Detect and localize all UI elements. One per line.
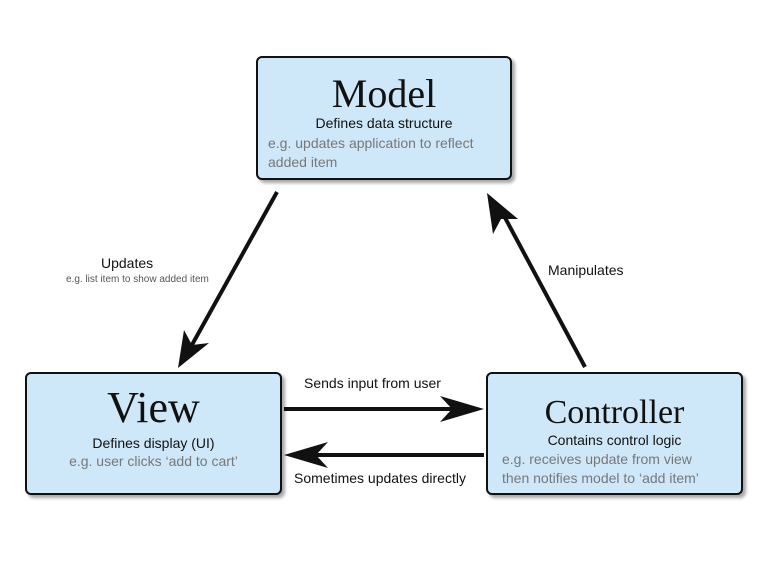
manipulates-label: Manipulates: [548, 262, 624, 278]
view-subtitle: Defines display (UI): [92, 435, 215, 451]
updates-note: e.g. list item to show added item: [66, 274, 209, 285]
arrow-model-to-view: [178, 191, 279, 368]
model-example-line2: added item: [268, 154, 338, 170]
arrow-controller-to-model: [487, 193, 587, 368]
controller-example-line1: e.g. receives update from view: [502, 451, 692, 467]
controller-example-line2: then notifies model to ‘add item’: [502, 470, 699, 486]
sometimes-updates-label: Sometimes updates directly: [294, 470, 466, 486]
controller-title: Controller: [544, 394, 685, 431]
model-title: Model: [331, 71, 437, 116]
controller-example: e.g. receives update from view then noti…: [488, 450, 742, 488]
arrow-view-to-controller: [284, 396, 484, 422]
model-example: e.g. updates application to reflect adde…: [258, 134, 508, 172]
controller-box: Controller Contains control logic e.g. r…: [486, 372, 743, 495]
view-box: View Defines display (UI) e.g. user clic…: [25, 372, 282, 495]
arrow-controller-to-view: [284, 442, 484, 468]
view-example: e.g. user clicks ‘add to cart’: [69, 453, 238, 469]
controller-subtitle: Contains control logic: [547, 432, 682, 448]
model-box: Model Defines data structure e.g. update…: [256, 56, 512, 180]
view-title: View: [107, 383, 200, 432]
updates-label: Updates: [101, 255, 154, 271]
model-subtitle: Defines data structure: [315, 115, 453, 131]
model-example-line1: e.g. updates application to reflect: [268, 135, 474, 151]
sends-input-label: Sends input from user: [304, 375, 441, 391]
